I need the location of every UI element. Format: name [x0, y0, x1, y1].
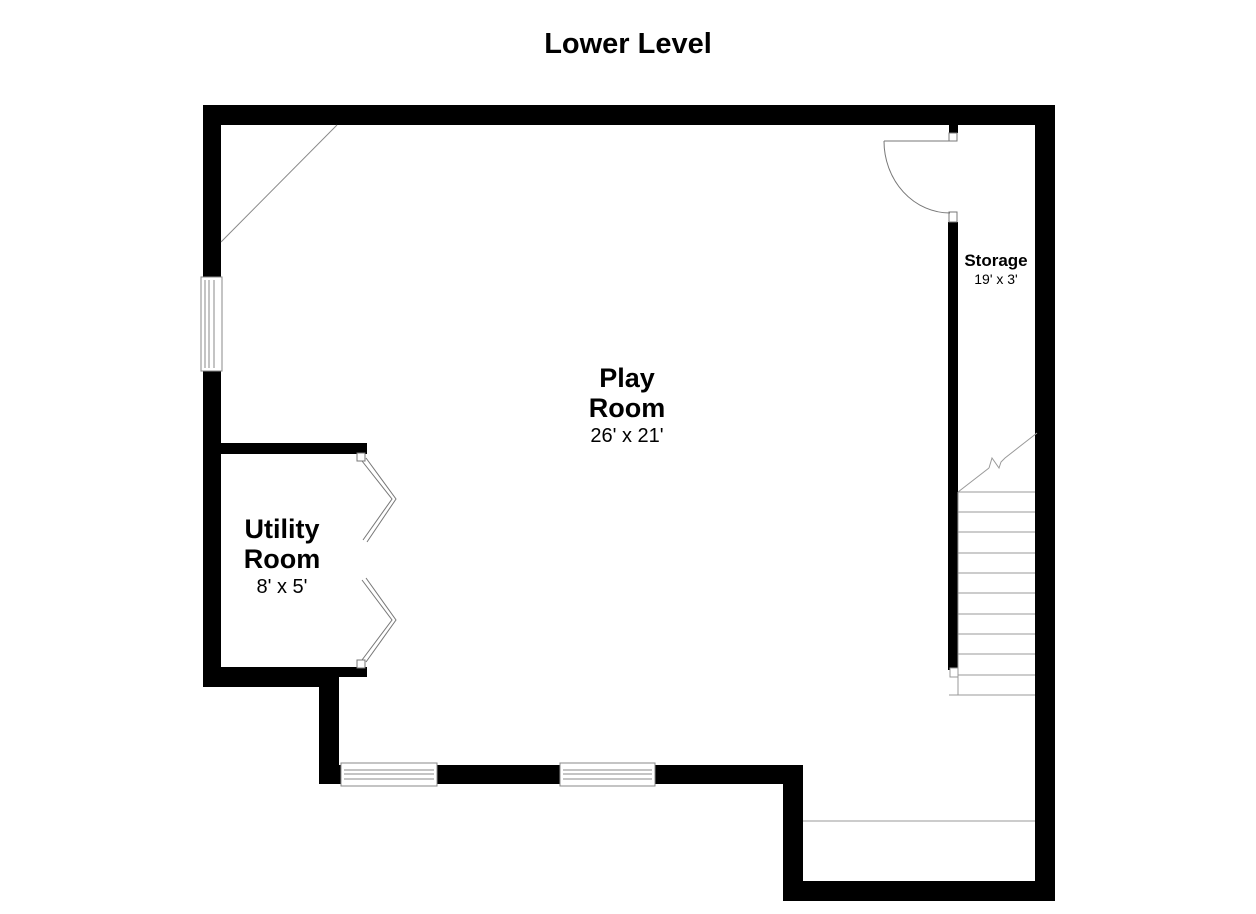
play-room-name-line2: Room	[589, 393, 666, 423]
utility-room-name-line1: Utility	[244, 514, 319, 544]
wall-left-upper	[203, 105, 221, 277]
corner-diagonal-line	[220, 124, 338, 243]
wall-step-right	[783, 765, 803, 901]
staircase	[949, 432, 1038, 696]
wall-bottom-mid-b	[437, 765, 561, 784]
storage-walls	[948, 125, 958, 670]
outer-walls	[203, 105, 1055, 901]
utility-room-walls	[221, 443, 367, 677]
window-bottom-right	[559, 762, 656, 787]
utility-room-label: Utility Room 8' x 5'	[244, 514, 321, 598]
floor-title: Lower Level	[544, 28, 712, 60]
utility-bifold-door-lower	[356, 577, 397, 669]
play-room-dimensions: 26' x 21'	[590, 425, 663, 447]
wall-top	[203, 105, 1055, 125]
wall-right	[1035, 105, 1055, 901]
play-room-name-line1: Play	[599, 363, 655, 393]
storage-name: Storage	[964, 251, 1027, 270]
window-left	[200, 276, 223, 372]
storage-partition	[948, 222, 958, 670]
wall-left-lower	[203, 371, 221, 687]
utility-room-dimensions: 8' x 5'	[257, 576, 308, 598]
utility-wall-bottom	[221, 667, 367, 677]
storage-door	[883, 132, 958, 223]
wall-bottom-mid-a	[319, 765, 343, 784]
utility-wall-top	[221, 443, 367, 454]
utility-bifold-door-upper	[356, 452, 397, 543]
wall-step-left	[319, 668, 339, 784]
utility-room-name-line2: Room	[244, 544, 321, 574]
wall-bottom-right	[783, 881, 1055, 901]
window-bottom-left	[340, 762, 438, 787]
storage-wall-stub	[949, 125, 958, 133]
storage-label: Storage 19' x 3'	[964, 251, 1027, 287]
wall-bottom-mid-c	[655, 765, 803, 784]
storage-dimensions: 19' x 3'	[974, 271, 1017, 287]
play-room-label: Play Room 26' x 21'	[589, 363, 666, 447]
